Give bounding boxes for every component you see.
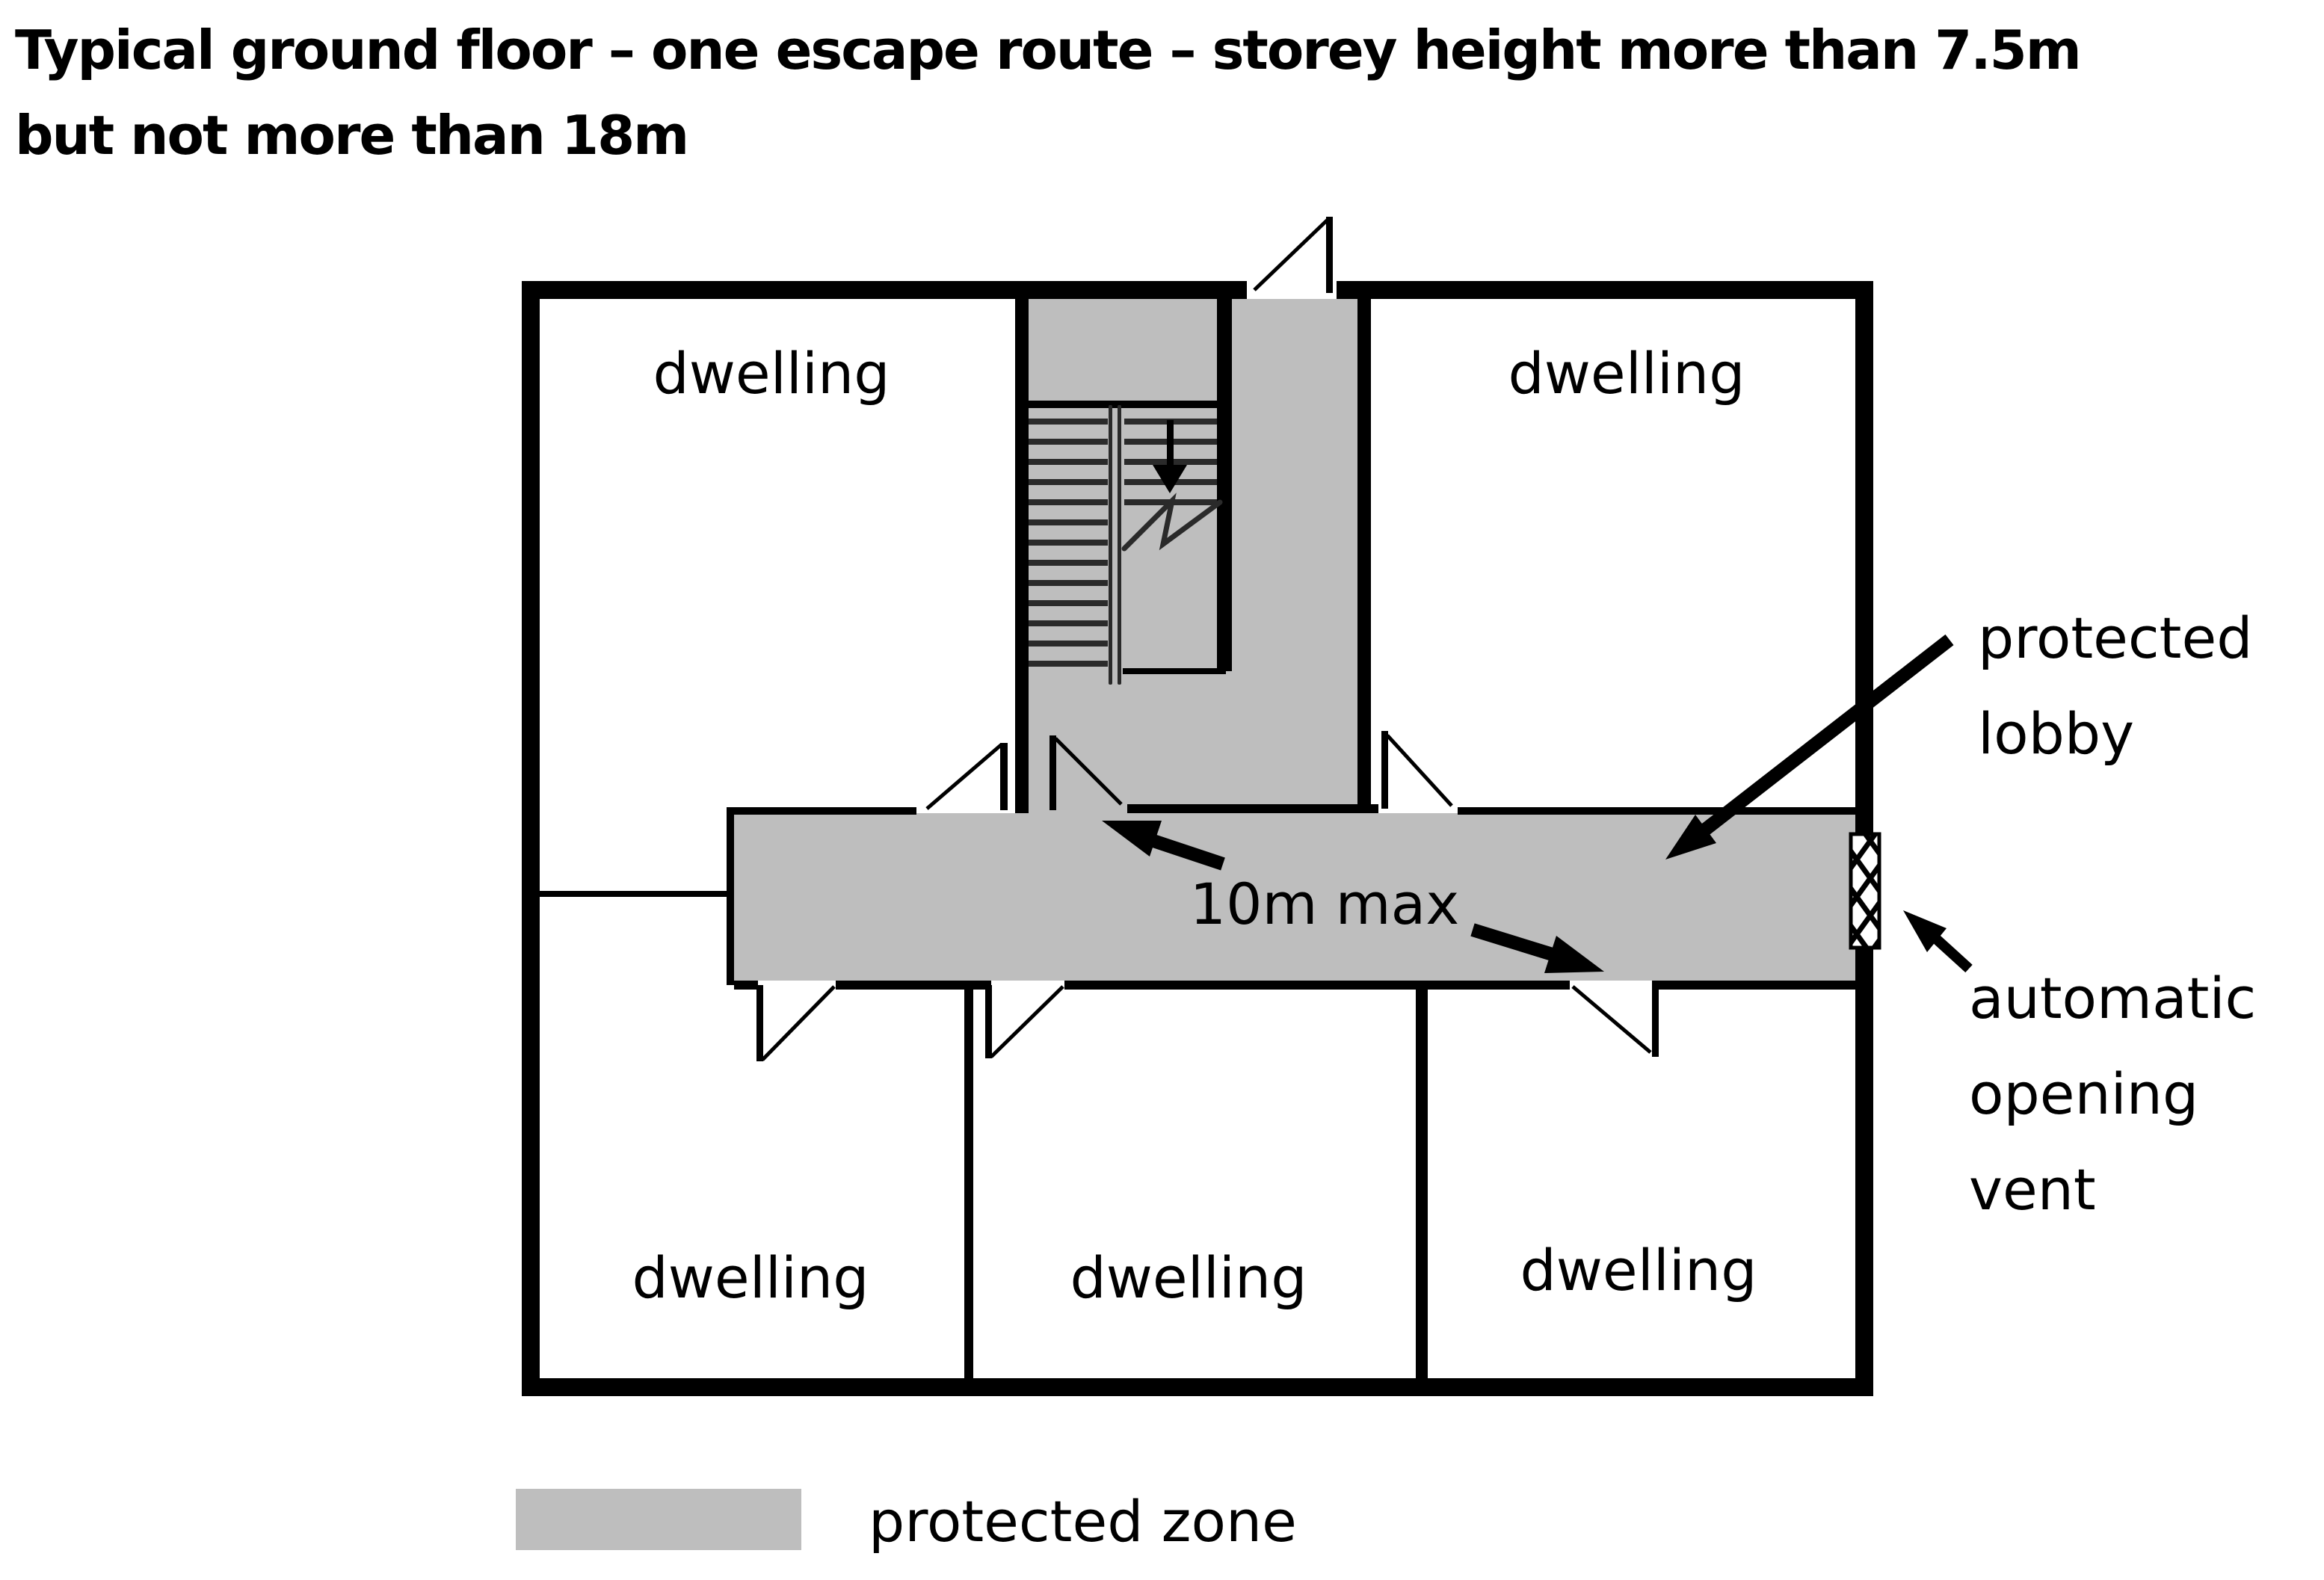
travel-distance-arrow-right-icon: [1470, 923, 1604, 973]
vent-label-line1: automatic: [1969, 966, 2257, 1031]
leader-arrows: [1102, 634, 1973, 973]
wall-segment: [964, 981, 973, 1387]
wall-segment: [1015, 299, 1029, 813]
protected-lobby-label: protected lobby: [1978, 590, 2252, 782]
exit-door-swing-icon: [1253, 217, 1333, 293]
corridor-zone: [734, 813, 1855, 981]
bottom-right-dwelling-door-swing-icon: [1571, 981, 1659, 1057]
wall-segment: [1123, 668, 1226, 674]
wall-segment: [727, 807, 916, 815]
wall-segment: [1357, 299, 1371, 809]
room-label-bottom-middle: dwelling: [1070, 1245, 1307, 1311]
wall-segment: [522, 281, 540, 1396]
wall-segment: [1024, 401, 1220, 408]
travel-distance-arrow-left-icon: [1102, 821, 1225, 871]
wall-segment: [522, 1378, 1873, 1396]
room-label-top-left: dwelling: [653, 341, 890, 407]
page-title: Typical ground floor – one escape route …: [15, 9, 2082, 179]
right-dwelling-door-swing-icon: [1381, 731, 1453, 809]
crosshatch-vent-icon: [1849, 832, 1881, 950]
wall-segment: [1658, 981, 1855, 990]
wall-segment: [1416, 981, 1428, 1387]
bottom-middle-dwelling-door-swing-icon: [985, 985, 1064, 1058]
travel-distance-label: 10m max: [1189, 871, 1460, 937]
wall-segment: [734, 981, 758, 990]
stair-stringer: [1109, 405, 1121, 685]
room-label-bottom-right: dwelling: [1520, 1238, 1757, 1303]
protected-lobby-arrow-icon: [1665, 634, 1954, 860]
wall-segment: [1458, 807, 1855, 815]
stairwell-walls: [1015, 299, 1378, 813]
page-title-line2: but not more than 18m: [15, 106, 689, 167]
stair-treads-left: [1029, 419, 1108, 667]
wall-segment: [836, 981, 991, 990]
break-line-icon: [1121, 493, 1223, 552]
protected-lobby-label-line2: lobby: [1978, 701, 2135, 767]
wall-segment: [1217, 299, 1232, 671]
wall-segment: [1855, 948, 1873, 1396]
corridor-walls: [540, 807, 1855, 1387]
outer-walls: [522, 281, 1873, 1396]
wall-segment-thin-partition: [540, 891, 727, 897]
page-title-line1: Typical ground floor – one escape route …: [15, 21, 2082, 82]
bottom-left-dwelling-door-swing-icon: [756, 985, 836, 1061]
vent-arrow-icon: [1903, 910, 1973, 973]
room-label-bottom-left: dwelling: [632, 1245, 869, 1311]
protected-lobby-label-line1: protected: [1978, 605, 2253, 671]
vent-label-line2: opening: [1969, 1061, 2199, 1127]
wall-segment: [1428, 981, 1570, 990]
left-dwelling-door-swing-icon: [925, 743, 1008, 810]
legend-swatch: [516, 1489, 801, 1550]
vent-label-line3: vent: [1969, 1157, 2096, 1223]
stairwell-zone: [1029, 299, 1357, 815]
room-label-top-right: dwelling: [1508, 341, 1745, 407]
doors: [756, 217, 1659, 1061]
automatic-opening-vent-label: automatic opening vent: [1969, 951, 2256, 1238]
stairs: [1029, 405, 1223, 685]
wall-segment: [727, 807, 734, 985]
legend-label: protected zone: [869, 1489, 1297, 1555]
protected-zone-fill: [734, 299, 1855, 981]
wall-segment: [1064, 981, 1416, 990]
stair-lobby-door-swing-icon: [1050, 735, 1123, 810]
wall-segment: [1127, 804, 1378, 813]
wall-segment: [1855, 281, 1873, 834]
down-arrow-icon: [1153, 420, 1187, 493]
wall-segment: [522, 281, 1247, 299]
wall-segment: [1337, 281, 1873, 299]
